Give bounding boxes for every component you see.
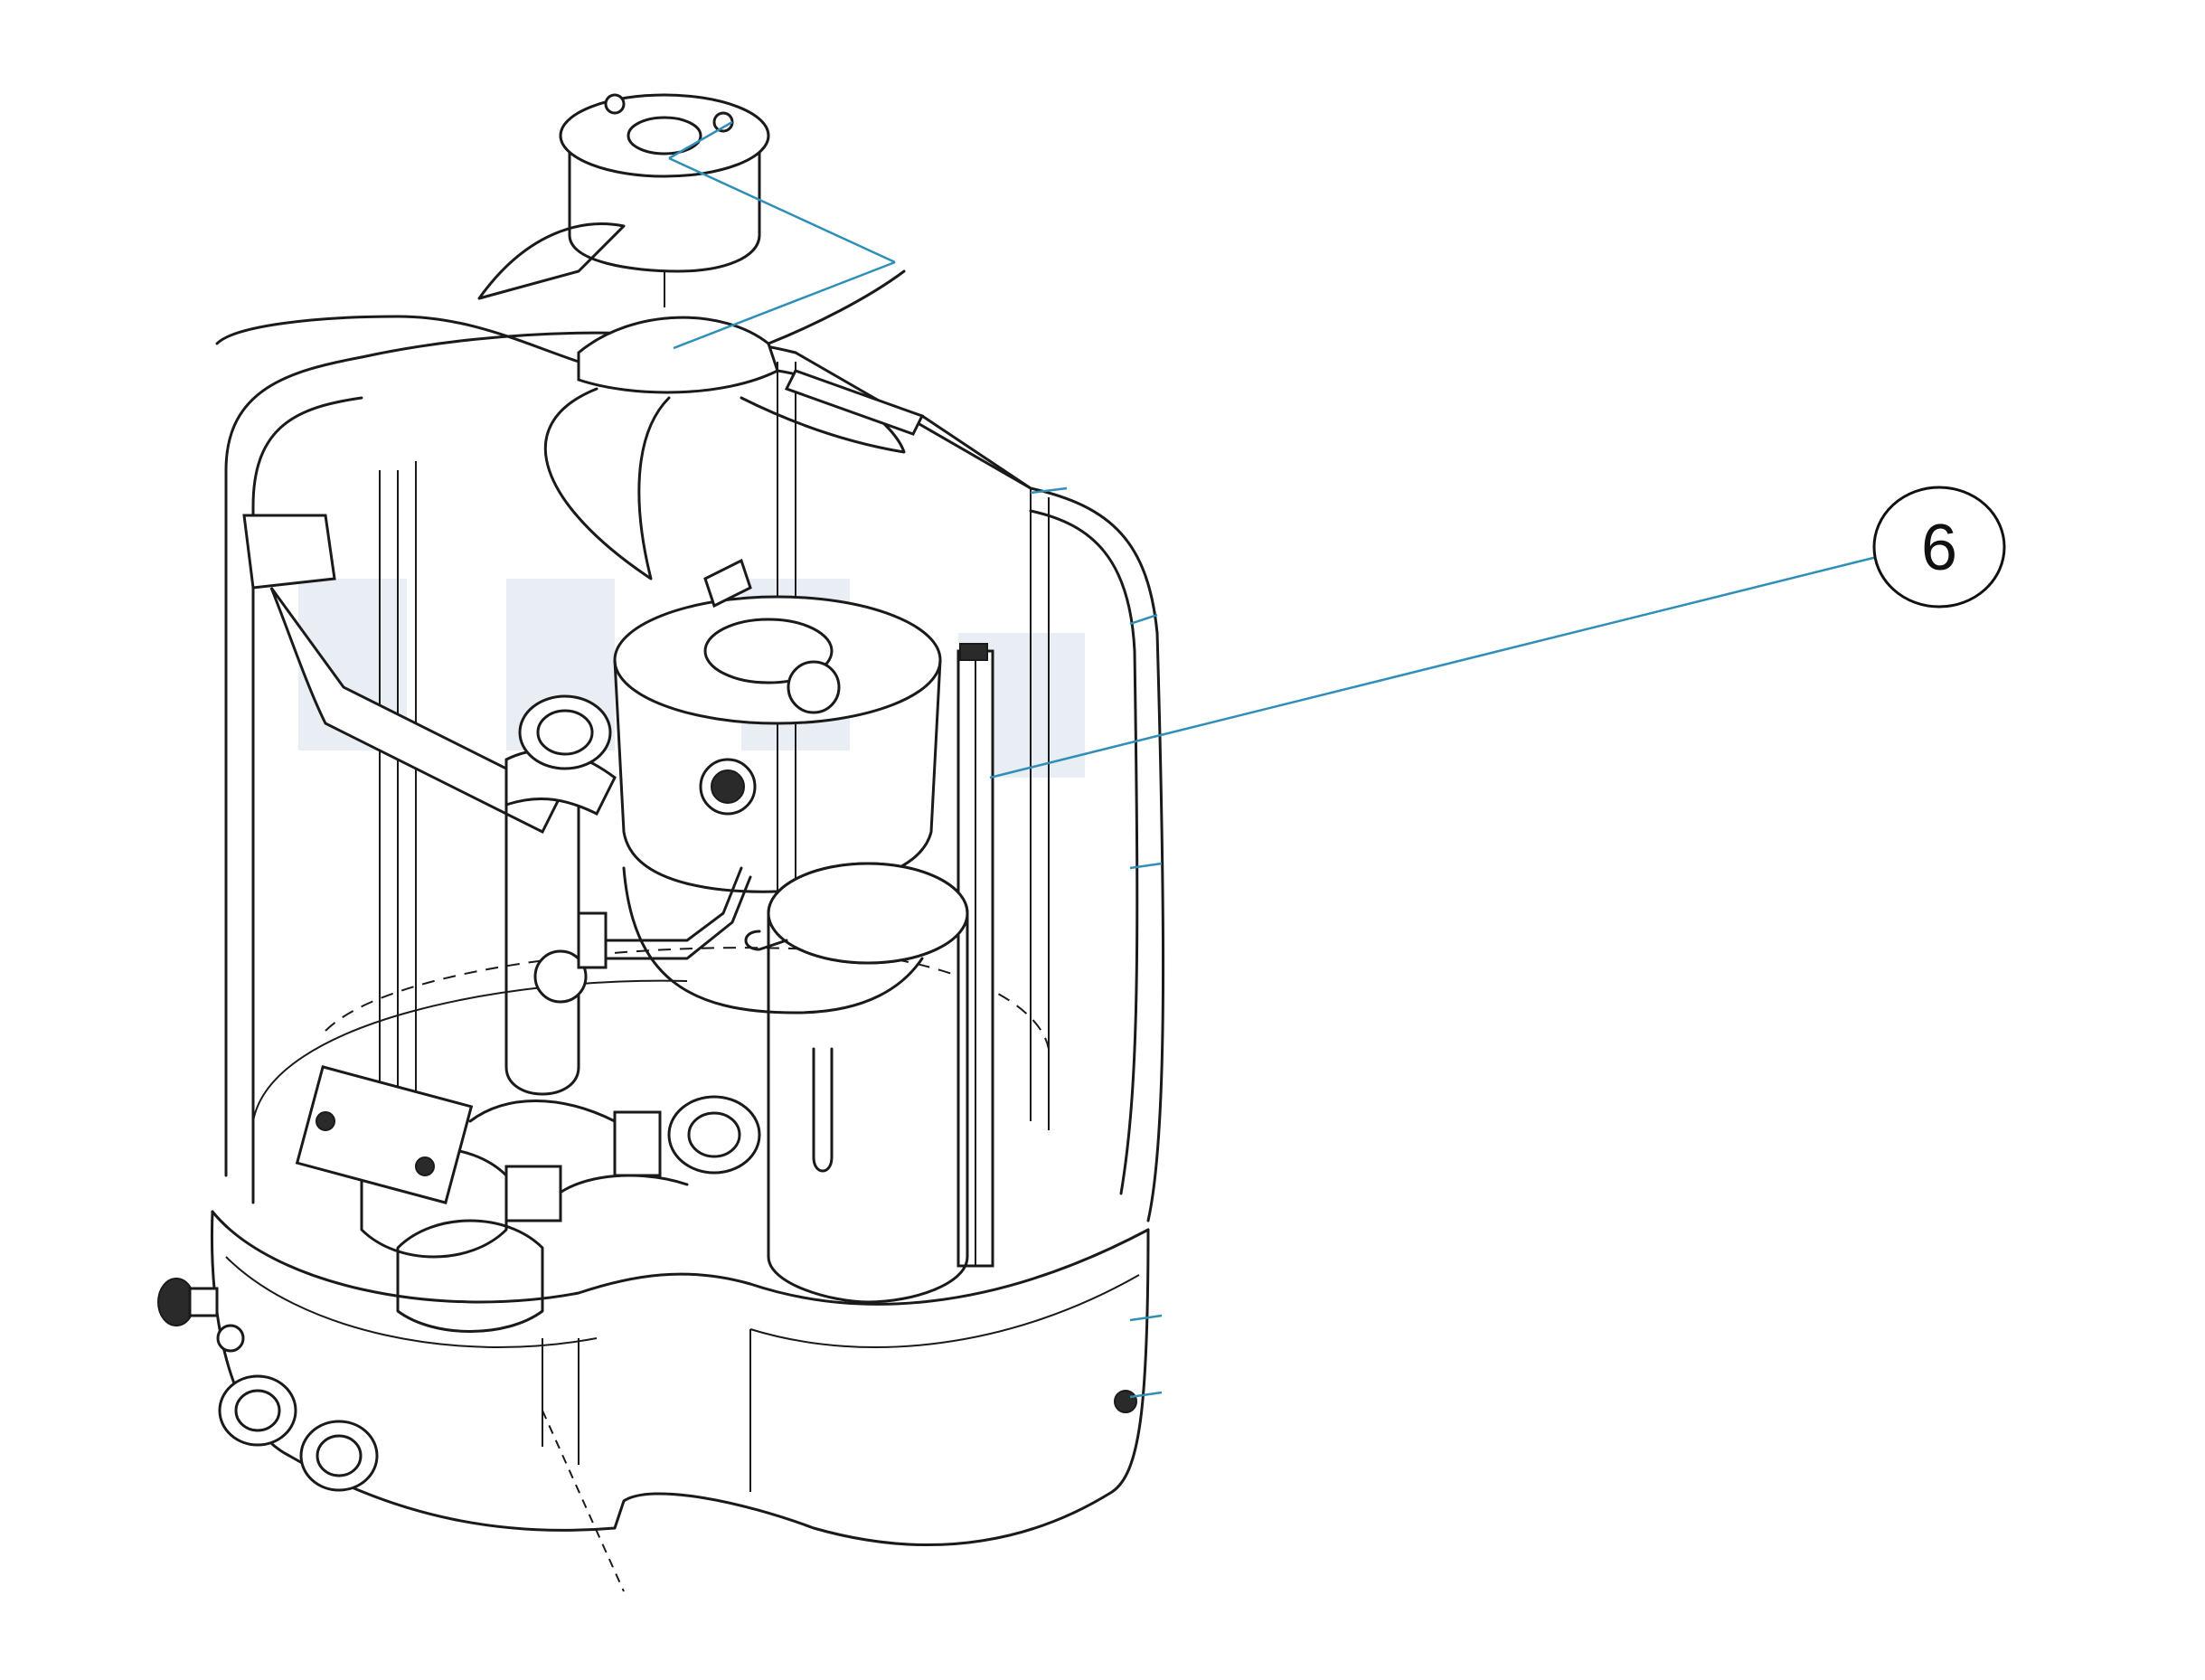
callout-6-circle [1872,486,2006,609]
compressor [744,862,969,1304]
pump-canister [613,558,942,1015]
coupling-outlet-left [218,1374,297,1447]
callout-6-leader [989,554,1881,779]
upright-post [956,643,994,1268]
base-port [216,1324,245,1353]
coupling-mid [667,1095,761,1175]
secondary-leader-ticks [668,120,1163,1399]
coupling-upper [518,694,612,770]
fan-assembly [215,93,906,580]
side-port [1114,1390,1137,1413]
callout-6-label: 6 [1921,512,1957,584]
drain-fitting [157,1278,219,1326]
pipework [295,749,752,1333]
couplings [157,694,1137,1492]
callout-6: 6 [989,486,2006,779]
coupling-outlet-right [299,1420,379,1492]
base-tank [210,947,1150,1592]
